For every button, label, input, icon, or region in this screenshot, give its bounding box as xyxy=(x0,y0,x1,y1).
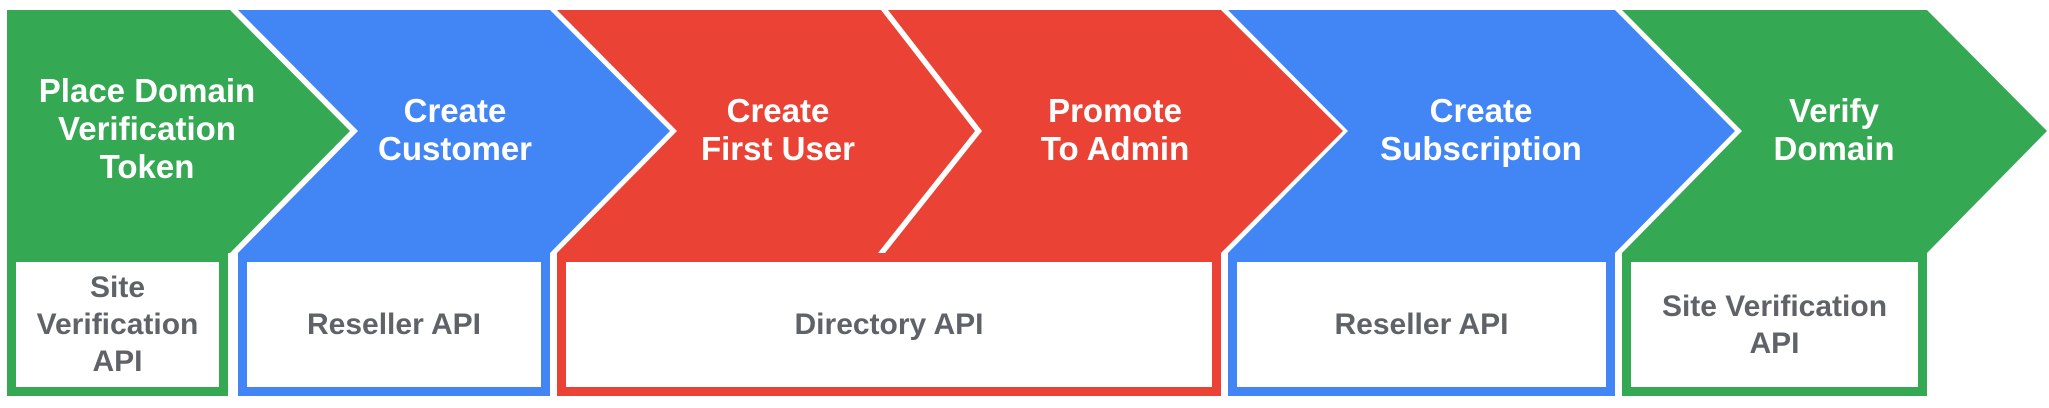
chevron-create-subscription xyxy=(1228,10,1735,253)
api-box-label: Site Verification API xyxy=(1661,289,1888,360)
api-box-label: Reseller API xyxy=(1334,308,1509,341)
api-box-site-verification-1: Site Verification API xyxy=(7,253,228,396)
api-box-label: Site Verification API xyxy=(36,271,199,378)
api-box-label: Directory API xyxy=(794,308,984,341)
api-box-site-verification-2: Site Verification API xyxy=(1622,253,1927,396)
api-box-reseller-1: Reseller API xyxy=(238,253,550,396)
chevron-verify-domain xyxy=(1622,10,2047,253)
api-box-directory: Directory API xyxy=(557,253,1221,396)
chevron-create-customer xyxy=(238,10,670,253)
chevron-create-first-user xyxy=(557,10,975,253)
chevron-place-domain-verification-token xyxy=(7,10,350,253)
api-box-reseller-2: Reseller API xyxy=(1228,253,1615,396)
api-box-label: Reseller API xyxy=(307,308,481,341)
chevron-promote-to-admin xyxy=(885,10,1343,253)
